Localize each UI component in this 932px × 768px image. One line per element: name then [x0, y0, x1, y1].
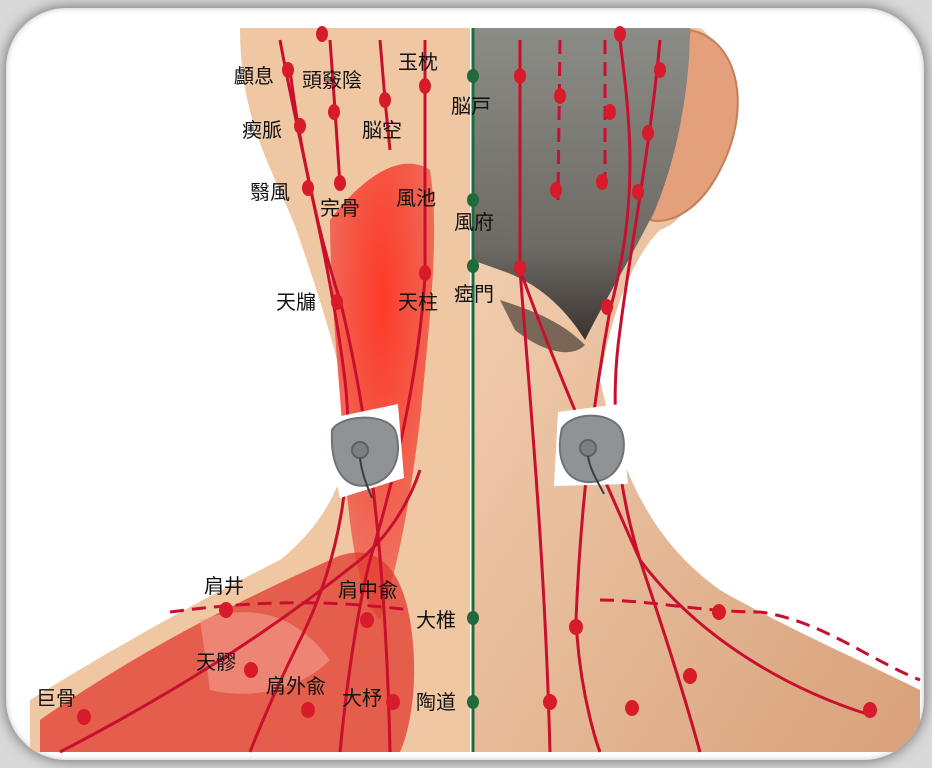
label-yamen: 瘂門 — [454, 284, 494, 304]
label-yuzhen: 玉枕 — [398, 52, 438, 72]
label-jianzhongshu: 肩中兪 — [338, 580, 398, 600]
label-qimai: 瘈脈 — [242, 120, 282, 140]
label-dazhu: 大杼 — [342, 688, 382, 708]
electrode-pad-right-icon — [554, 404, 628, 494]
label-tianyou: 天牖 — [276, 292, 316, 312]
label-jugu: 巨骨 — [36, 688, 76, 708]
label-jianwaishu: 肩外兪 — [266, 676, 326, 696]
label-naohu: 脳戸 — [451, 96, 491, 116]
label-fengfu: 風府 — [454, 212, 494, 232]
label-taodao: 陶道 — [416, 692, 456, 712]
label-touyin: 頭竅陰 — [302, 70, 362, 90]
label-jianjing: 肩井 — [204, 576, 244, 596]
label-luxi: 顱息 — [234, 66, 274, 86]
label-dazhui: 大椎 — [416, 610, 456, 630]
acupoint-illustration — [6, 8, 924, 760]
label-tianliao: 天髎 — [196, 652, 236, 672]
label-fengchi: 風池 — [396, 188, 436, 208]
label-yifeng: 翳風 — [250, 182, 290, 202]
label-tianzhu: 天柱 — [398, 292, 438, 312]
label-naokong: 脳空 — [362, 120, 402, 140]
illustration-frame: 頭竅陰 脳戸 顱息 玉枕 瘈脈 脳空 翳風 完骨 風池 風府 天牖 天柱 瘂門 … — [6, 8, 924, 760]
label-wangu: 完骨 — [320, 198, 360, 218]
